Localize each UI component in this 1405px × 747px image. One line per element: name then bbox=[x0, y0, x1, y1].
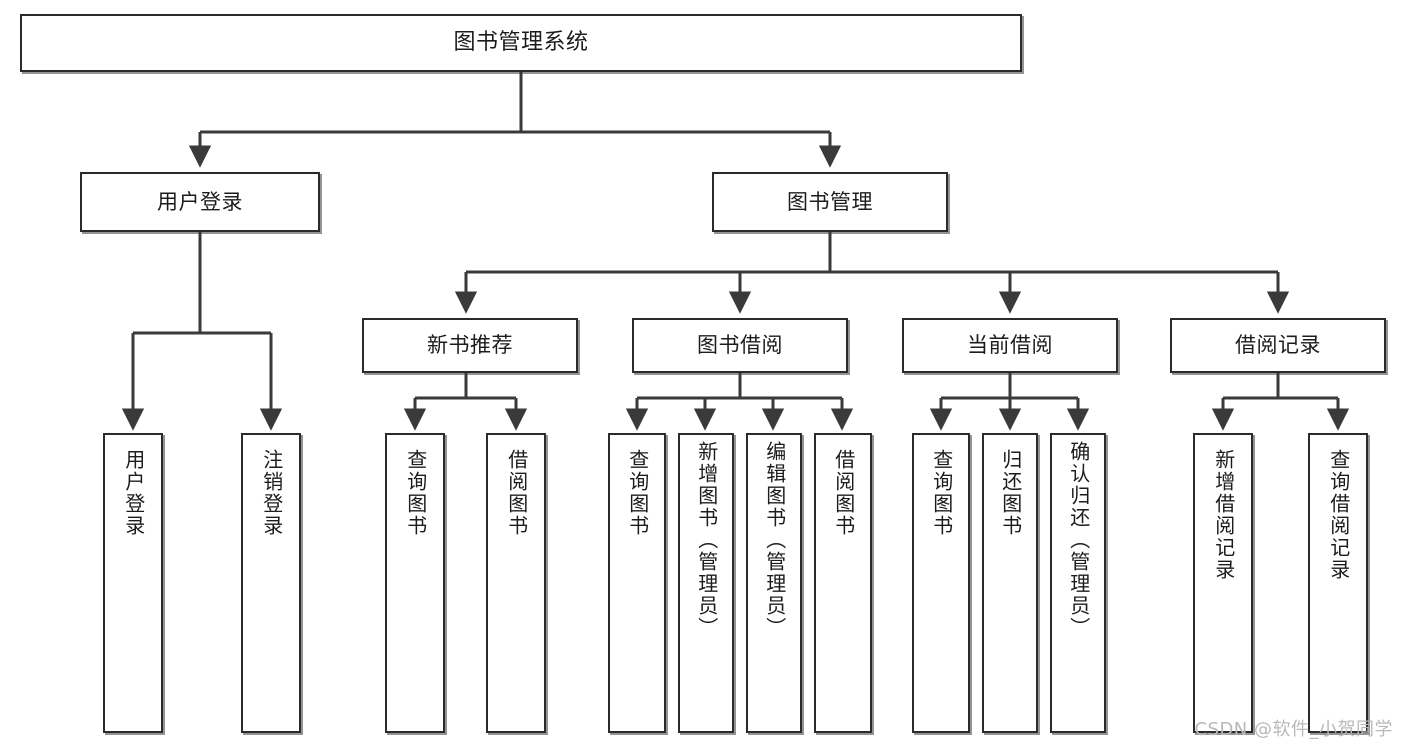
node-user-login-label: 用户登录 bbox=[157, 189, 243, 214]
node-book-borrow[interactable]: 图书借阅 bbox=[632, 318, 848, 373]
leaf-edit-book-label: 编辑图书（管理员） bbox=[762, 441, 787, 639]
leaf-query-book-1[interactable]: 查询图书 bbox=[385, 433, 445, 733]
leaf-add-record[interactable]: 新增借阅记录 bbox=[1193, 433, 1253, 733]
leaf-borrow-book-1-label: 借阅图书 bbox=[504, 449, 529, 537]
node-borrow-record[interactable]: 借阅记录 bbox=[1170, 318, 1386, 373]
leaf-add-record-label: 新增借阅记录 bbox=[1211, 449, 1236, 581]
node-root[interactable]: 图书管理系统 bbox=[20, 14, 1022, 72]
node-new-book-recommend-label: 新书推荐 bbox=[427, 333, 513, 358]
leaf-query-book-3[interactable]: 查询图书 bbox=[912, 433, 970, 733]
leaf-edit-book[interactable]: 编辑图书（管理员） bbox=[746, 433, 802, 733]
node-current-borrow[interactable]: 当前借阅 bbox=[902, 318, 1118, 373]
node-new-book-recommend[interactable]: 新书推荐 bbox=[362, 318, 578, 373]
node-borrow-record-label: 借阅记录 bbox=[1235, 333, 1321, 358]
leaf-query-record-label: 查询借阅记录 bbox=[1326, 449, 1351, 581]
node-book-borrow-label: 图书借阅 bbox=[697, 333, 783, 358]
leaf-add-book-label: 新增图书（管理员） bbox=[694, 441, 719, 639]
leaf-confirm-return[interactable]: 确认归还（管理员） bbox=[1050, 433, 1106, 733]
leaf-borrow-book-2-label: 借阅图书 bbox=[831, 449, 856, 537]
leaf-user-logout[interactable]: 注销登录 bbox=[241, 433, 301, 733]
leaf-add-book[interactable]: 新增图书（管理员） bbox=[678, 433, 734, 733]
leaf-query-book-2-label: 查询图书 bbox=[625, 449, 650, 537]
node-user-login[interactable]: 用户登录 bbox=[80, 172, 320, 232]
leaf-user-login[interactable]: 用户登录 bbox=[103, 433, 163, 733]
leaf-user-login-label: 用户登录 bbox=[121, 449, 146, 537]
node-root-label: 图书管理系统 bbox=[453, 29, 589, 55]
node-book-manage[interactable]: 图书管理 bbox=[712, 172, 948, 232]
leaf-return-book-label: 归还图书 bbox=[998, 449, 1023, 537]
leaf-query-record[interactable]: 查询借阅记录 bbox=[1308, 433, 1368, 733]
leaf-user-logout-label: 注销登录 bbox=[259, 449, 284, 537]
node-book-manage-label: 图书管理 bbox=[787, 189, 873, 214]
leaf-borrow-book-1[interactable]: 借阅图书 bbox=[486, 433, 546, 733]
watermark-text: CSDN @软件_小贺同学 bbox=[1194, 719, 1393, 740]
node-current-borrow-label: 当前借阅 bbox=[967, 333, 1053, 358]
leaf-return-book[interactable]: 归还图书 bbox=[982, 433, 1038, 733]
leaf-query-book-1-label: 查询图书 bbox=[403, 449, 428, 537]
leaf-confirm-return-label: 确认归还（管理员） bbox=[1066, 441, 1091, 639]
leaf-query-book-3-label: 查询图书 bbox=[929, 449, 954, 537]
leaf-borrow-book-2[interactable]: 借阅图书 bbox=[814, 433, 872, 733]
leaf-query-book-2[interactable]: 查询图书 bbox=[608, 433, 666, 733]
